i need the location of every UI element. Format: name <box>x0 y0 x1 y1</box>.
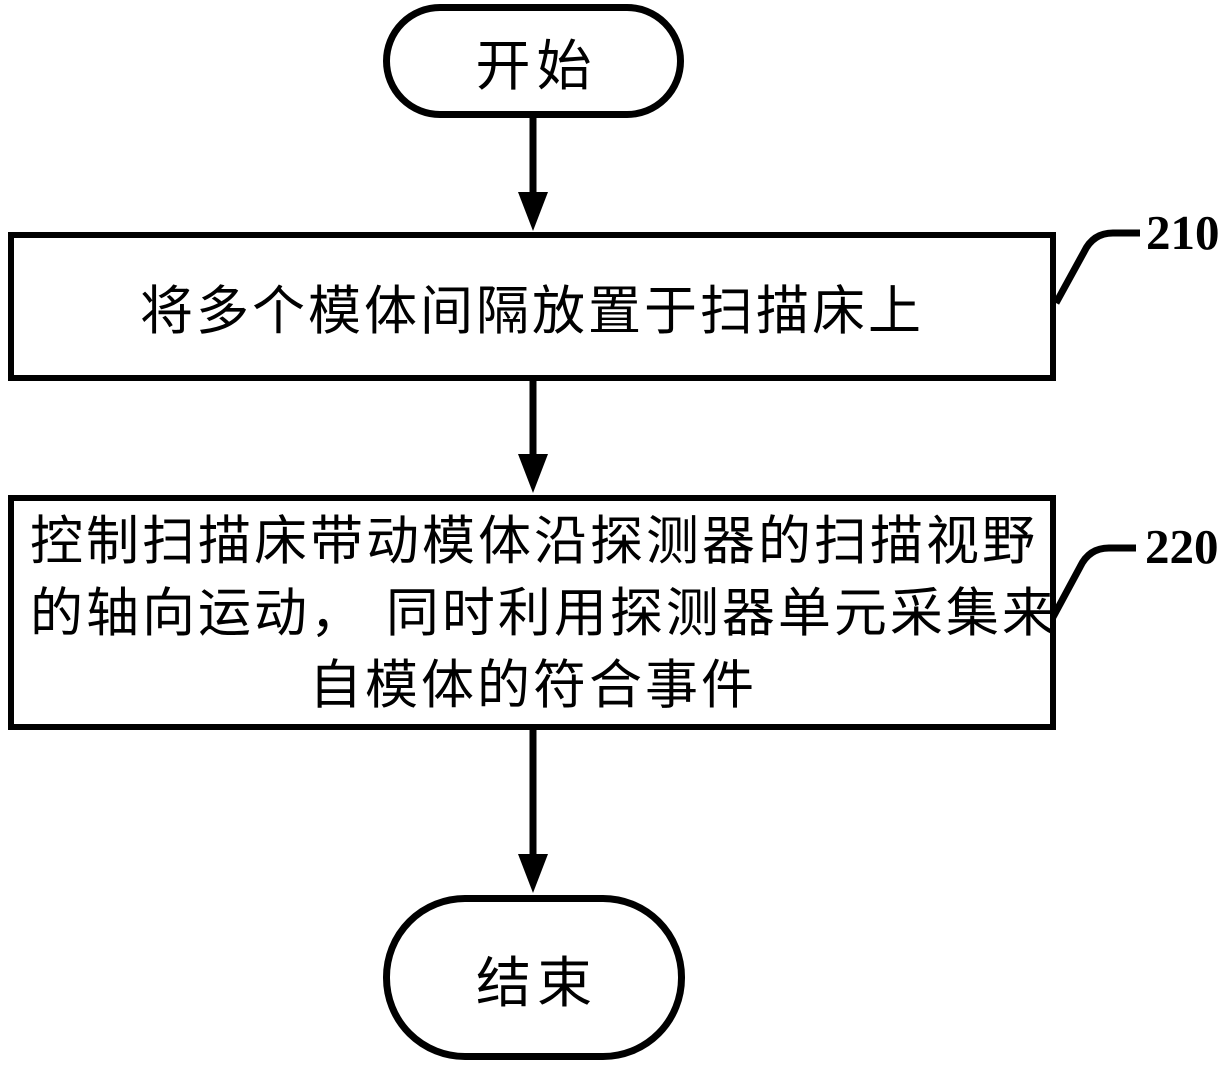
step1-text: 将多个模体间隔放置于扫描床上 <box>140 280 924 342</box>
start-terminal: 开始 <box>383 4 684 118</box>
step2-text-line2: 的轴向运动， 同时利用探测器单元采集来 <box>30 583 1058 644</box>
arrow-start-to-step1 <box>518 117 548 231</box>
ref-label-220: 220 <box>1145 519 1219 574</box>
end-terminal: 结束 <box>383 895 685 1060</box>
arrow-step2-to-end <box>518 728 548 893</box>
leader-line-220 <box>1048 544 1136 621</box>
step2-text-line3: 自模体的符合事件 <box>309 655 757 716</box>
process-box-step2: 控制扫描床带动模体沿探测器的扫描视野 的轴向运动， 同时利用探测器单元采集来 自… <box>8 495 1056 730</box>
end-terminal-label: 结束 <box>475 950 598 1015</box>
leader-line-210 <box>1052 229 1140 305</box>
ref-label-210: 210 <box>1146 205 1220 260</box>
start-terminal-label: 开始 <box>475 34 598 98</box>
step2-text-line1: 控制扫描床带动模体沿探测器的扫描视野 <box>30 511 1038 572</box>
arrow-step1-to-step2 <box>518 379 548 493</box>
process-box-step1: 将多个模体间隔放置于扫描床上 <box>8 232 1056 381</box>
